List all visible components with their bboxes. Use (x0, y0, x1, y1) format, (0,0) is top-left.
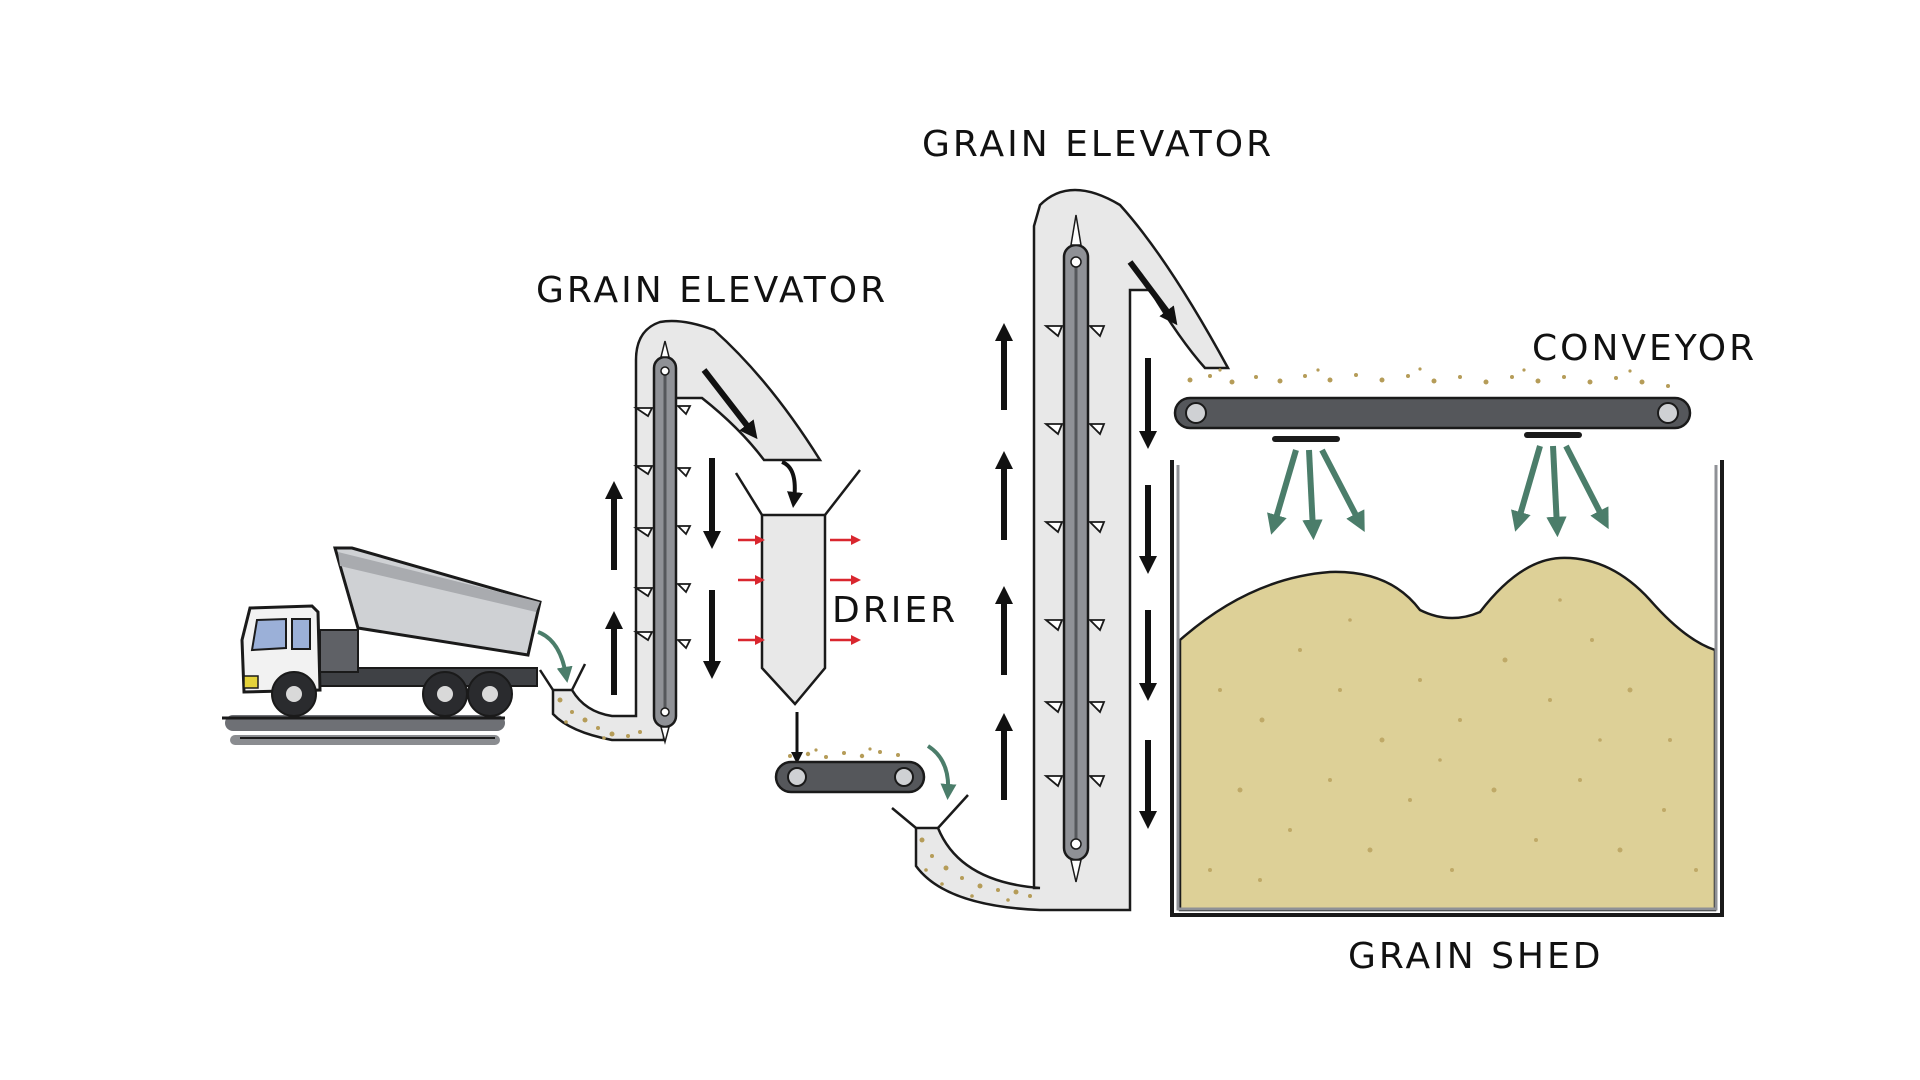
grain-elevator-2 (891, 188, 1231, 912)
label-grain-elevator-2: GRAIN ELEVATOR (922, 124, 1274, 165)
elevator-2-flow-arrows (995, 260, 1178, 829)
grain-trickle-1 (557, 697, 642, 740)
grain-trickle-2 (919, 837, 1032, 902)
label-drier: DRIER (832, 590, 958, 631)
main-conveyor (1173, 367, 1692, 442)
elevator-1-flow-arrows (605, 368, 758, 695)
dump-truck-icon (240, 546, 542, 717)
discharge-arrows (1267, 444, 1609, 541)
label-conveyor: CONVEYOR (1532, 328, 1757, 369)
grain-pile (1178, 556, 1717, 912)
dump-flow-arrow (537, 630, 573, 683)
ground (222, 715, 505, 745)
small-conveyor (774, 747, 926, 794)
small-conveyor-drop-arrow (926, 744, 957, 800)
drier-heat-arrows (738, 535, 861, 645)
drier (734, 460, 861, 706)
label-grain-elevator-1: GRAIN ELEVATOR (536, 270, 888, 311)
label-grain-shed: GRAIN SHED (1348, 936, 1603, 977)
grain-shed (1170, 460, 1724, 917)
